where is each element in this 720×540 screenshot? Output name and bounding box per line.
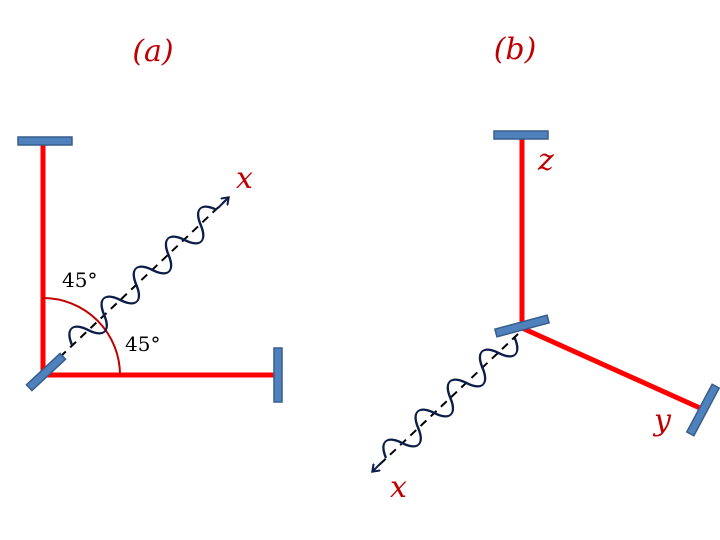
x-axis-arrow-icon <box>217 198 228 209</box>
axis-label-y: y <box>652 403 672 438</box>
axis-label-x-a: x <box>236 161 253 196</box>
panel-a: (a) x 45° 45° <box>17 34 283 403</box>
angle-arc <box>42 297 121 376</box>
panel-b-label: (b) <box>494 32 537 67</box>
mirror-z <box>493 130 549 140</box>
axis-label-x-b: x <box>390 470 407 505</box>
panel-b: (b) z y x <box>373 32 720 505</box>
mirror-top <box>17 136 73 146</box>
beam-splitter-a <box>25 352 67 392</box>
angle-label-upper: 45° <box>62 268 97 292</box>
wave-a <box>68 205 218 346</box>
axis-label-z: z <box>537 143 554 178</box>
mirror-y <box>685 383 720 437</box>
angle-label-lower: 45° <box>125 332 160 356</box>
beam-splitter-b <box>493 314 551 338</box>
x-axis-arrow-icon-b <box>373 461 383 471</box>
panel-a-label: (a) <box>132 34 173 69</box>
x-axis-dashed-line-b <box>375 333 519 469</box>
mirror-right <box>273 347 283 403</box>
x-axis-dashed-line <box>59 199 227 358</box>
wave-b <box>382 337 519 459</box>
beam-y-arm <box>520 325 702 411</box>
